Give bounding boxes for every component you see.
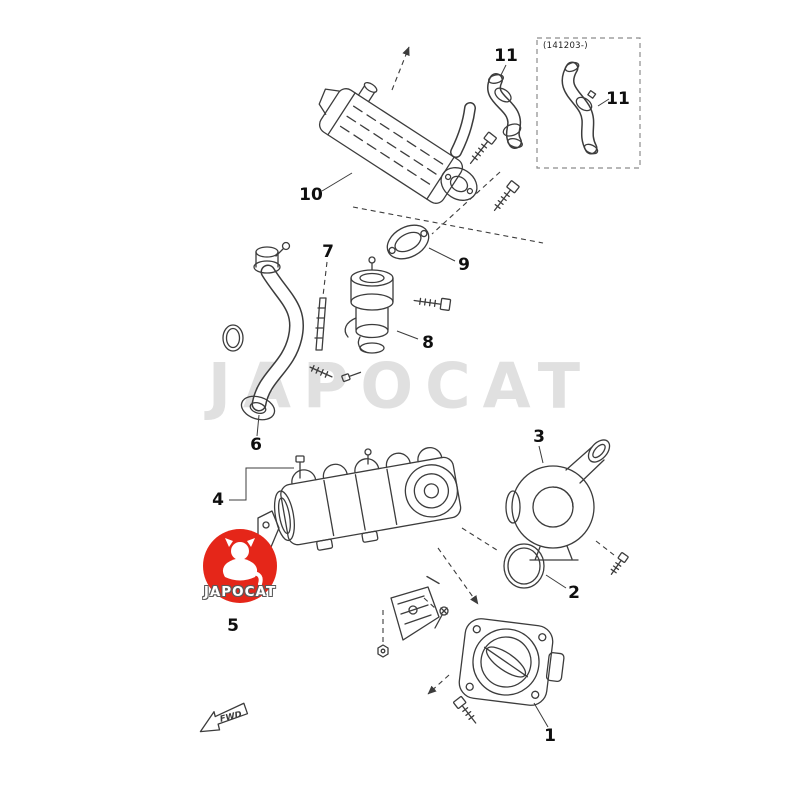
cooler-bolts-drawing [469,131,520,212]
part-label-9: 9 [458,255,470,275]
logo-text: JAPOCAT [203,584,277,600]
part-label-7: 7 [322,242,334,262]
dashed-guides [322,46,615,695]
water-pipe-drawing [222,241,362,421]
part-label-1: 1 [544,726,556,746]
part-label-8: 8 [422,333,434,353]
gasket-drawing [386,224,430,260]
fwd-label: FWD [219,710,243,725]
egr-cooler-drawing [318,81,478,204]
part-label-11-inset: 11 [606,89,630,109]
inset-box [536,37,641,169]
part-label-2: 2 [568,583,580,603]
japocat-logo [203,529,277,603]
oring-drawing [503,543,545,589]
turbo-drawing [505,439,629,575]
hose-drawing [487,73,523,149]
part-label-4: 4 [212,490,224,510]
intake-manifold-drawing [273,446,462,551]
part-label-3: 3 [533,427,545,447]
leader-lines [229,64,610,728]
fwd-arrow: FWD [199,702,249,733]
inset-caption: (141203-) [543,41,588,51]
throttle-body-drawing [453,618,565,724]
cat-icon [222,538,263,586]
egr-valve-drawing [344,256,452,354]
heat-shield-drawing [377,575,449,658]
pin-drawing [314,297,327,351]
part-label-11: 11 [494,46,518,66]
part-label-10: 10 [299,185,323,205]
part-label-6: 6 [250,435,262,455]
part-label-5: 5 [227,616,239,636]
